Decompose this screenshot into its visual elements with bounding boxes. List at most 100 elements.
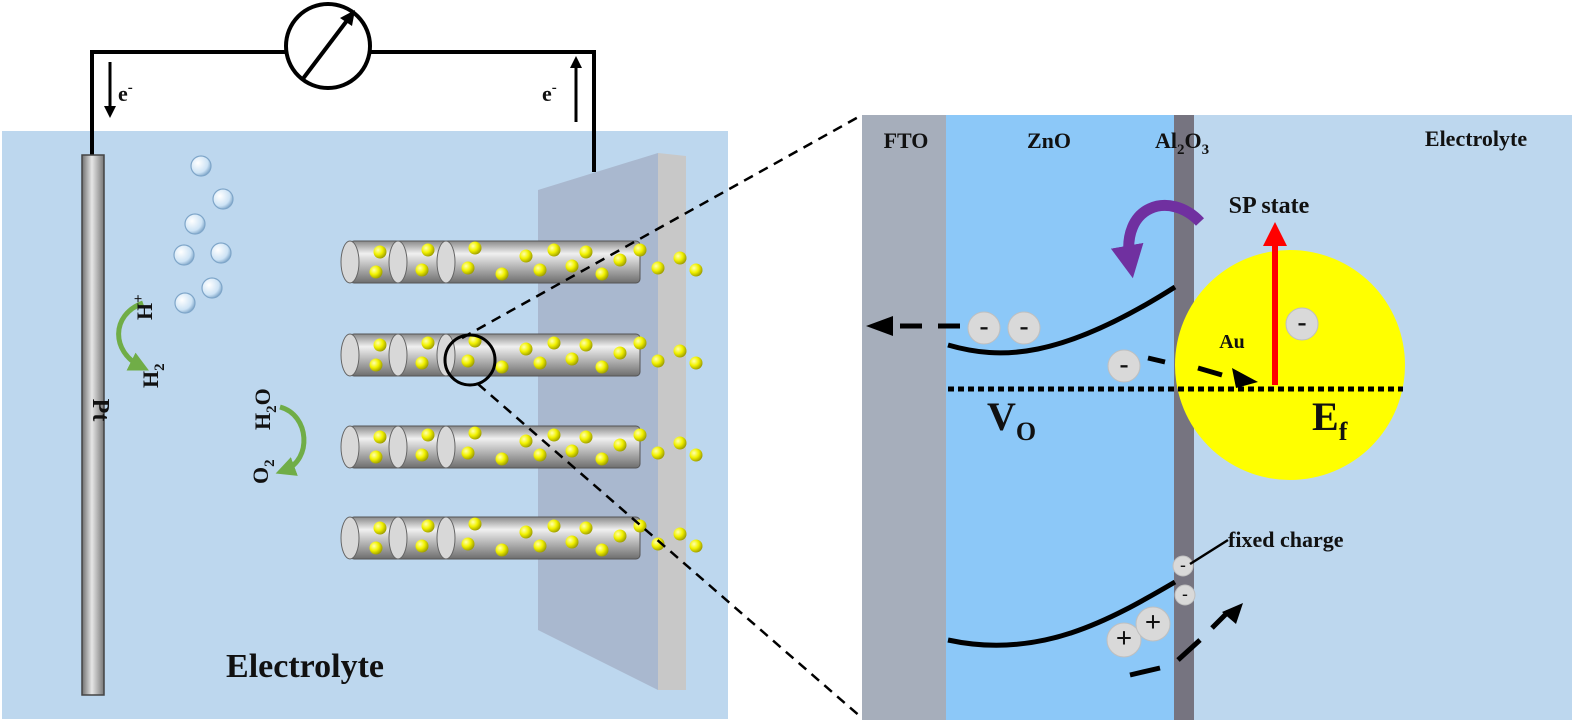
au-particle-dot: [633, 243, 647, 257]
au-particle-dot: [673, 344, 687, 358]
nanorod-1: [340, 240, 703, 284]
au-particle-dot: [595, 543, 609, 557]
au-particle-dot: [415, 448, 429, 462]
au-particle-dot: [651, 261, 665, 275]
hplus-label: H+: [131, 294, 157, 320]
au-particle-dot: [533, 448, 547, 462]
pt-label: Pt: [87, 399, 113, 422]
charge-sign: -: [979, 311, 988, 341]
au-particle-dot: [421, 428, 435, 442]
nanorod-segment-end: [340, 425, 360, 469]
nanorod-segment-end: [436, 516, 456, 560]
electron-charge: -: [1285, 307, 1319, 341]
au-particle-dot: [461, 261, 475, 275]
h2o-label: H2O: [250, 388, 280, 430]
fto-layer: [862, 115, 946, 720]
nanorod-segment-end: [436, 240, 456, 284]
au-particle-dot: [565, 444, 579, 458]
au-particle-dot: [673, 527, 687, 541]
hole-arrowhead: [1222, 603, 1243, 624]
electron-charge: -: [1007, 311, 1041, 345]
charge-circle: [967, 311, 1001, 345]
au-particle-dot: [595, 452, 609, 466]
au-particle-dot: [579, 338, 593, 352]
nanorod-segment-end: [388, 425, 408, 469]
charge-circle: [1007, 311, 1041, 345]
au-particle-dot: [633, 428, 647, 442]
nanorod-segment-end: [388, 240, 408, 284]
charge-circle: [1106, 622, 1142, 658]
au-particle-dot: [519, 525, 533, 539]
charge-sign: +: [1116, 623, 1132, 655]
charge-sign: -: [1297, 307, 1306, 337]
charge-circle: [1107, 349, 1141, 383]
charge-sign: -: [1180, 556, 1186, 575]
electron-label-right: e-: [542, 80, 557, 106]
h2-label: H2: [138, 363, 168, 388]
nanorod-segment-end: [340, 333, 360, 377]
nanorod-4: [340, 516, 703, 560]
nanorod-segment-end: [340, 516, 360, 560]
injection-curve-arrow: [1110, 200, 1205, 279]
electrolyte-label-right: Electrolyte: [1425, 126, 1527, 151]
au-particle-dot: [468, 241, 482, 255]
electron-label-left: e-: [118, 80, 133, 106]
au-particle-dot: [565, 352, 579, 366]
au-particle-dot: [421, 519, 435, 533]
au-particle-dot: [373, 521, 387, 535]
au-particle-dot: [421, 243, 435, 257]
charges: ------++: [967, 307, 1319, 658]
au-particle-dot: [495, 267, 509, 281]
au-particle-dot: [633, 336, 647, 350]
zoom-line-top: [461, 113, 863, 340]
fixed-charge-label: fixed charge: [1228, 527, 1344, 552]
au-particle-dot: [613, 346, 627, 360]
au-particle-dot: [369, 541, 383, 555]
au-particle-dot: [651, 537, 665, 551]
nanorod-segment-end: [388, 516, 408, 560]
au-particle-dot: [373, 245, 387, 259]
photoanode-substrate: [538, 153, 686, 690]
charge-sign: +: [1145, 607, 1161, 639]
au-particle-dot: [519, 342, 533, 356]
au-particle-dot: [415, 356, 429, 370]
nanorod-segment-end: [436, 425, 456, 469]
charge-circle: [1174, 584, 1196, 606]
au-particle-dot: [369, 450, 383, 464]
hole-charge: +: [1106, 622, 1142, 658]
conduction-band: [947, 284, 1177, 356]
au-particle-dot: [461, 537, 475, 551]
au-particle-dot: [421, 336, 435, 350]
au-particle-dot: [495, 360, 509, 374]
au-particle-dot: [613, 438, 627, 452]
au-particle-dot: [613, 529, 627, 543]
nanorods: [340, 240, 703, 560]
au-particle-dot: [369, 265, 383, 279]
au-particle-dot: [673, 436, 687, 450]
au-particle-dot: [565, 259, 579, 273]
charge-sign: -: [1119, 349, 1128, 379]
fixed-charge-pointer: [1189, 538, 1229, 566]
nanorod-segment-end: [340, 240, 360, 284]
ammeter-icon: [284, 2, 372, 90]
au-particle-dot: [369, 358, 383, 372]
electron-charge: -: [1174, 584, 1196, 606]
au-particle-dot: [651, 446, 665, 460]
electrolyte-label-left: Electrolyte: [226, 648, 384, 685]
left-arrowhead: [866, 316, 893, 336]
magnifier-circle: [443, 333, 497, 387]
au-particle-dot: [533, 539, 547, 553]
au-particle-dot: [689, 263, 703, 277]
au-particle-dot: [468, 426, 482, 440]
au-particle-dot: [495, 452, 509, 466]
au-particle-dot: [461, 354, 475, 368]
au-particle-dot: [689, 539, 703, 553]
zno-label: ZnO: [1027, 128, 1071, 153]
au-particle-dot: [579, 245, 593, 259]
au-particle-dot: [415, 263, 429, 277]
vo-label: VO: [987, 394, 1036, 446]
valence-band: [947, 579, 1177, 648]
fto-label: FTO: [884, 128, 929, 153]
electron-charge: -: [967, 311, 1001, 345]
